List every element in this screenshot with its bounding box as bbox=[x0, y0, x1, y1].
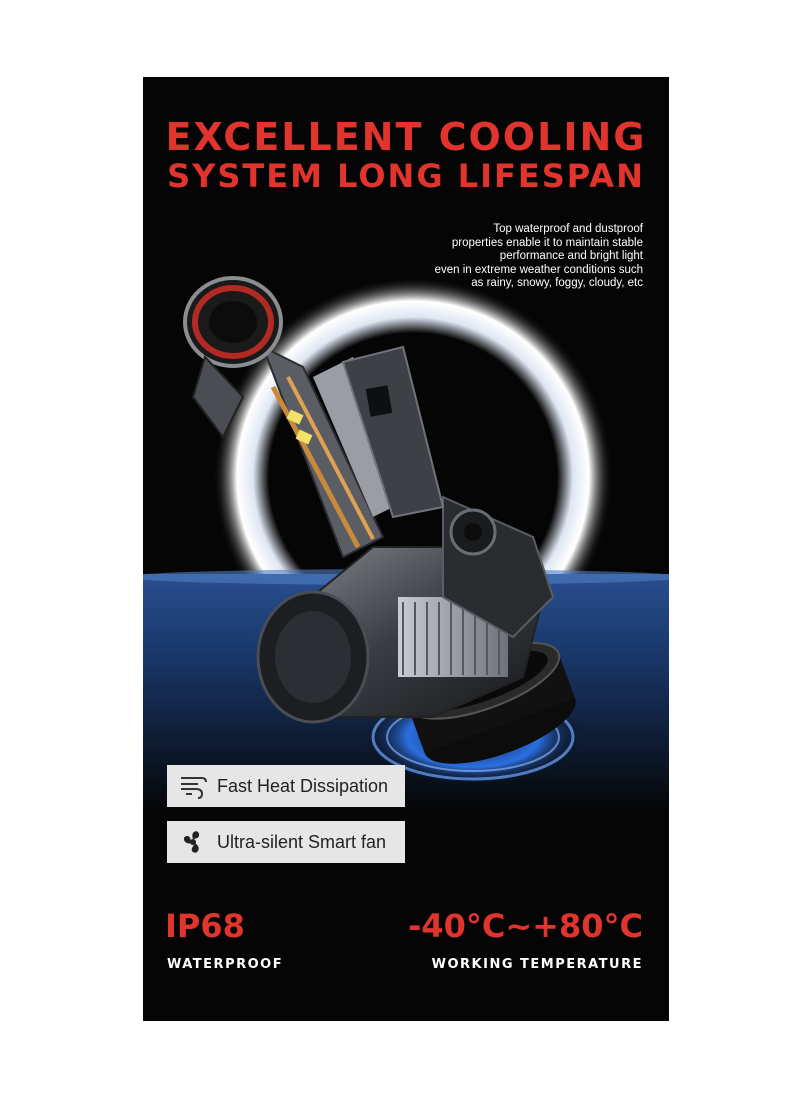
feature-smart-fan: Ultra-silent Smart fan bbox=[167, 821, 405, 863]
feature-label: Fast Heat Dissipation bbox=[217, 775, 389, 796]
fan-icon bbox=[175, 824, 211, 860]
stat-temperature-label: WORKING TEMPERATURE bbox=[431, 957, 643, 972]
heat-waves-icon bbox=[175, 768, 211, 804]
headline-line1: EXCELLENT COOLING bbox=[165, 115, 647, 159]
headline-line2: SYSTEM LONG LIFESPAN bbox=[167, 157, 645, 195]
feature-heat-dissipation: Fast Heat Dissipation bbox=[167, 765, 405, 807]
product-poster: EXCELLENT COOLING SYSTEM LONG LIFESPAN T… bbox=[143, 77, 669, 1021]
description-line: Top waterproof and dustproof bbox=[493, 223, 643, 235]
stat-temperature-value: -40°C~+80°C bbox=[408, 907, 643, 945]
description-line: performance and bright light bbox=[499, 250, 643, 262]
stat-ip68-value: IP68 bbox=[165, 907, 245, 945]
product-scene bbox=[143, 276, 669, 814]
stat-ip68-label: WATERPROOF bbox=[167, 957, 284, 972]
description-line: properties enable it to maintain stable bbox=[451, 236, 643, 249]
feature-label: Ultra-silent Smart fan bbox=[217, 831, 387, 852]
description: Top waterproof and dustproof properties … bbox=[363, 223, 643, 291]
description-line: even in extreme weather conditions such bbox=[434, 263, 643, 276]
description-line: as rainy, snowy, foggy, cloudy, etc bbox=[471, 277, 643, 289]
